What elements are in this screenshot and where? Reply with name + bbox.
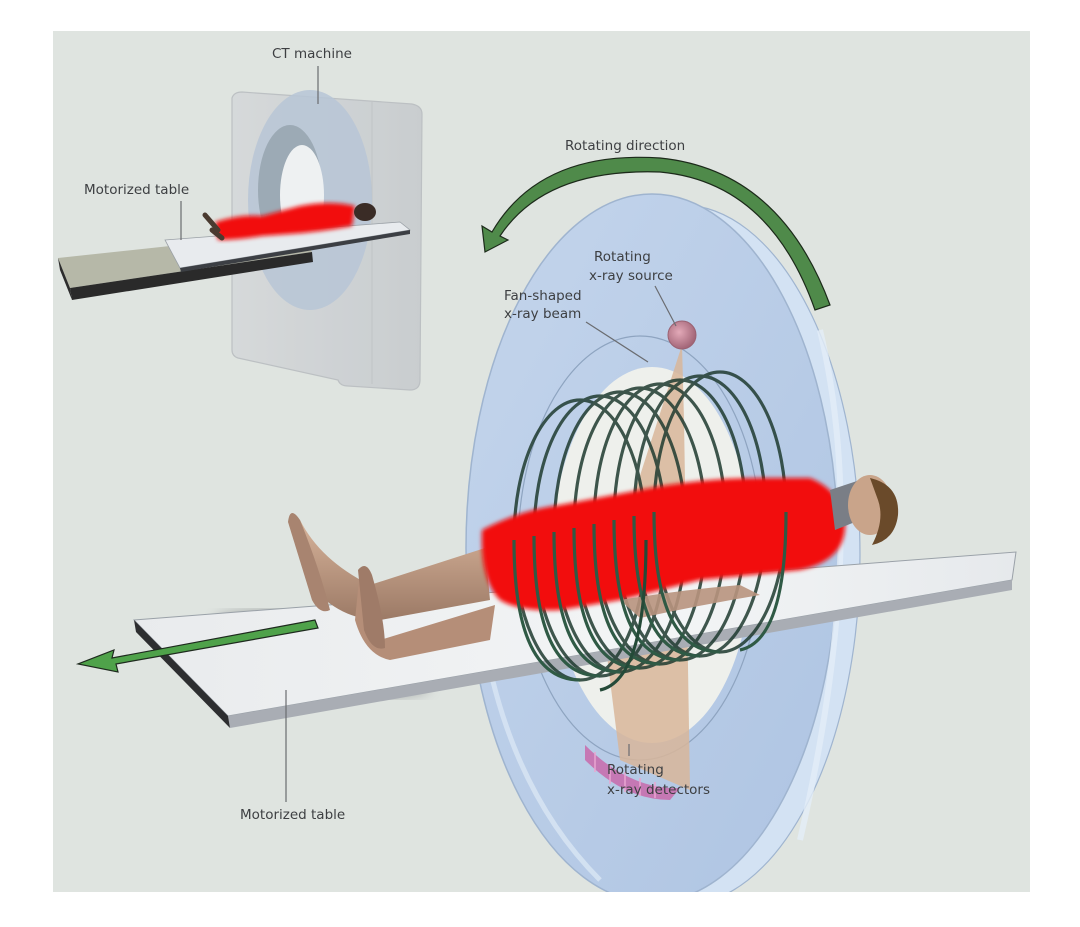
leader-beam xyxy=(585,321,649,363)
label-source-line1: Rotating xyxy=(594,249,651,265)
patient-leg-upper xyxy=(300,520,490,620)
label-detectors-line2: x-ray detectors xyxy=(607,782,710,798)
label-ct-machine: CT machine xyxy=(272,46,352,62)
label-beam-line2: x-ray beam xyxy=(504,306,581,322)
rotating-direction-arrow xyxy=(481,156,831,311)
patient-foot-left xyxy=(288,512,330,612)
leader-source xyxy=(654,285,677,327)
inset-ct-machine xyxy=(58,90,423,391)
label-motorized-table: Motorized table xyxy=(240,807,345,823)
patient-foot-right xyxy=(358,566,385,649)
table-movement-arrow xyxy=(75,619,319,673)
inset-labels: CT machine Motorized table xyxy=(84,46,352,240)
label-detectors-line1: Rotating xyxy=(607,762,664,778)
patient-hair xyxy=(870,478,899,545)
patient-garment xyxy=(481,478,846,611)
label-source-line2: x-ray source xyxy=(589,268,673,284)
helix-rings-front xyxy=(512,511,788,692)
patient-leg-lower xyxy=(355,570,495,660)
main-labels: Rotating direction Rotating x-ray source… xyxy=(240,138,710,823)
label-inset-motorized-table: Motorized table xyxy=(84,182,189,198)
patient xyxy=(288,475,899,660)
label-beam-line1: Fan-shaped xyxy=(504,288,582,304)
xray-detectors xyxy=(585,745,680,800)
inset-patient-garment xyxy=(215,203,355,240)
inset-patient-head xyxy=(354,203,376,221)
xray-source xyxy=(667,320,697,350)
label-rotating-direction: Rotating direction xyxy=(565,138,685,154)
